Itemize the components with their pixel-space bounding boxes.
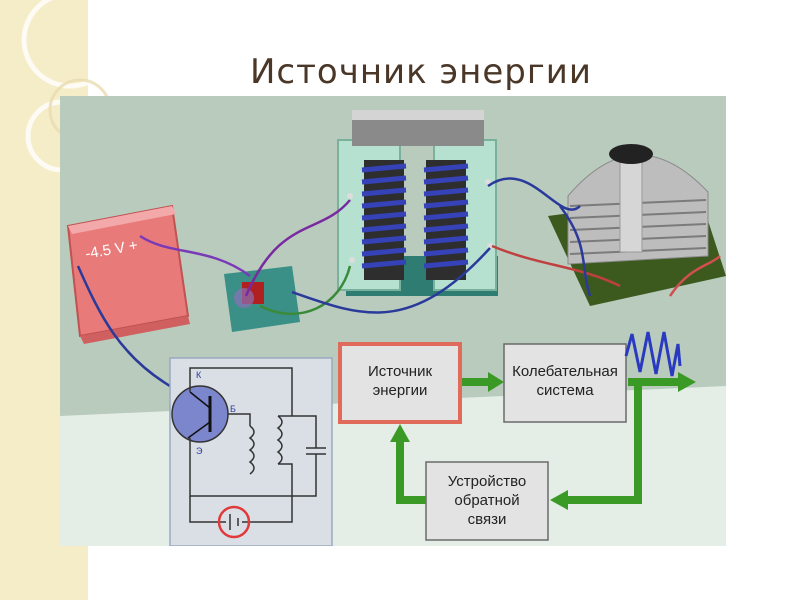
transistor-label-k: К: [196, 370, 202, 380]
oscillator-line-2: система: [536, 382, 594, 399]
feedback-arrows: [390, 372, 696, 510]
circuit-scene: -4.5 V + К Б Э Источник энергии Колебате…: [60, 96, 726, 546]
transistor-label-e: Э: [196, 446, 203, 456]
feedback-line-3: связи: [467, 511, 507, 528]
feedback-label: Устройство обратной связи: [426, 472, 548, 529]
transformer: [337, 110, 498, 296]
energy-source-label: Источник энергии: [340, 362, 460, 400]
capacitor-knob: [609, 144, 653, 164]
transformer-yoke: [352, 116, 484, 146]
transistor-label-b: Б: [230, 404, 236, 414]
oscillator-label: Колебательная система: [504, 362, 626, 400]
component-board: [224, 266, 300, 332]
oscillator-block: [503, 343, 627, 423]
energy-source-block: [338, 342, 462, 424]
variable-capacitor: [548, 144, 726, 306]
scene-illustration: [60, 96, 726, 546]
energy-source-line-2: энергии: [372, 382, 428, 399]
battery: [66, 204, 190, 344]
battery-highlight-circle: [217, 505, 251, 539]
feedback-line-2: обратной: [454, 492, 520, 509]
transistor-schematic: [169, 357, 333, 546]
output-wave: [624, 331, 682, 377]
transistor-symbol: [171, 385, 229, 443]
slide-title: Источник энергии: [250, 52, 592, 92]
energy-source-line-1: Источник: [367, 363, 433, 380]
oscillator-line-1: Колебательная: [512, 363, 618, 380]
feedback-line-1: Устройство: [447, 473, 527, 490]
wires: [76, 177, 721, 388]
coil-windings: [361, 163, 469, 269]
